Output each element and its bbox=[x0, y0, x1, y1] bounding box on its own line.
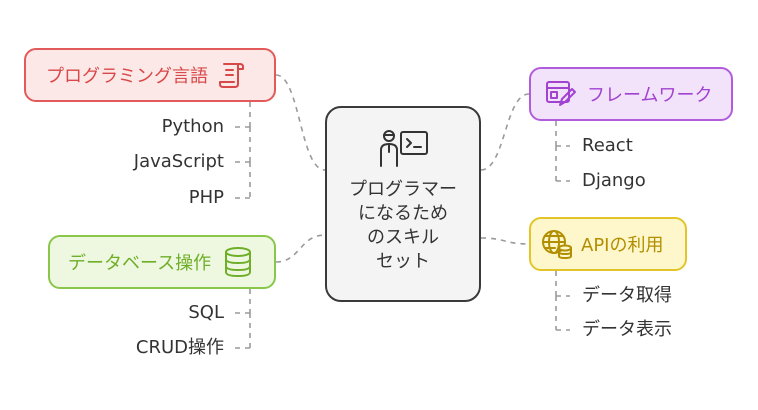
leaf-javascript[interactable]: JavaScript bbox=[133, 151, 224, 172]
leaf-python[interactable]: Python bbox=[161, 116, 224, 137]
leaf-data-display[interactable]: データ表示 bbox=[582, 319, 672, 340]
globe-database-icon bbox=[541, 228, 573, 260]
branch-label: フレームワーク bbox=[587, 85, 713, 106]
leaf-sql[interactable]: SQL bbox=[188, 302, 224, 323]
branch-label: APIの利用 bbox=[581, 235, 664, 256]
leaf-django[interactable]: Django bbox=[582, 170, 646, 191]
scroll-icon bbox=[218, 60, 246, 90]
connector-framework-leaves bbox=[555, 121, 570, 182]
branch-framework[interactable]: フレームワーク bbox=[529, 67, 733, 121]
center-label: プログラマー になるため のスキル セット bbox=[349, 179, 457, 272]
connector-database-leaves bbox=[232, 289, 251, 349]
connector-center-programming bbox=[275, 74, 326, 171]
branch-api[interactable]: APIの利用 bbox=[529, 217, 687, 271]
connector-center-database bbox=[275, 234, 326, 263]
branch-label: プログラミング言語 bbox=[46, 66, 208, 87]
branch-programming-languages[interactable]: プログラミング言語 bbox=[24, 48, 276, 102]
connector-api-leaves bbox=[555, 271, 570, 331]
connector-center-framework bbox=[480, 93, 530, 171]
window-pencil-icon bbox=[545, 79, 577, 109]
leaf-crud[interactable]: CRUD操作 bbox=[135, 337, 224, 358]
leaf-data-fetch[interactable]: データ取得 bbox=[582, 285, 672, 306]
leaf-php[interactable]: PHP bbox=[188, 187, 224, 208]
leaf-react[interactable]: React bbox=[582, 135, 633, 156]
center-node[interactable]: プログラマー になるため のスキル セット bbox=[325, 106, 481, 302]
branch-label: データベース操作 bbox=[68, 253, 212, 274]
database-icon bbox=[223, 246, 253, 278]
programmer-terminal-icon bbox=[377, 128, 429, 168]
branch-database[interactable]: データベース操作 bbox=[48, 235, 276, 289]
connector-programming-leaves bbox=[232, 102, 251, 199]
connector-center-api bbox=[480, 237, 530, 245]
